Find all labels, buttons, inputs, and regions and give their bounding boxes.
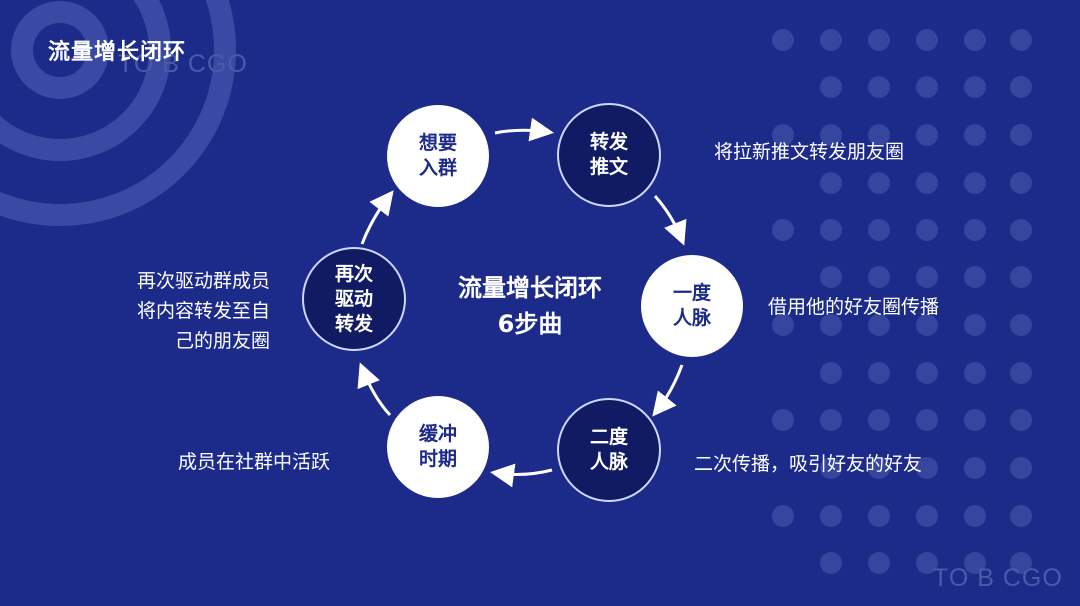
step-1-line1: 想要	[418, 132, 457, 154]
center-title-line1: 流量增长闭环	[458, 274, 602, 302]
step-6-description-line2: 将内容转发至自	[136, 300, 270, 322]
arrow-3-to-4	[652, 364, 684, 417]
step-node-5: 缓冲 时期	[387, 396, 489, 498]
center-title-line2: 6步曲	[497, 310, 563, 338]
step-4-line1: 二度	[589, 426, 628, 448]
watermark-bottom: TO B CGO	[933, 564, 1063, 592]
step-5-line2: 时期	[418, 448, 457, 470]
arrow-2-to-3	[653, 195, 687, 246]
step-1-line2: 入群	[418, 157, 457, 179]
step-node-6: 再次 驱动 转发	[302, 247, 406, 351]
page-title: 流量增长闭环	[48, 40, 187, 65]
step-3-line1: 一度	[672, 282, 711, 304]
step-6-description: 再次驱动群成员 将内容转发至自 己的朋友圈	[80, 266, 270, 356]
step-3-description: 借用他的好友圈传播	[768, 296, 940, 318]
step-6-line1: 再次	[334, 262, 373, 285]
step-6-line2: 驱动	[334, 287, 373, 310]
step-3-line2: 人脉	[672, 307, 711, 329]
step-2-line2: 推文	[589, 156, 628, 178]
step-6-description-line3: 己的朋友圈	[174, 330, 270, 352]
step-6-description-line1: 再次驱动群成员	[136, 270, 270, 292]
step-5-description: 成员在社群中活跃	[177, 451, 330, 473]
step-2-description: 将拉新推文转发朋友圈	[714, 141, 905, 163]
watermark-top: TO B CGO	[118, 50, 248, 78]
step-5-line1: 缓冲	[418, 423, 457, 445]
step-4-line2: 人脉	[589, 451, 628, 473]
step-node-3: 一度 人脉	[641, 255, 743, 357]
arrow-1-to-2	[494, 117, 554, 142]
arrow-6-to-1	[360, 190, 394, 245]
step-node-2: 转发 推文	[557, 103, 661, 207]
step-4-description: 二次传播，吸引好友的好友	[694, 453, 923, 475]
step-2-line1: 转发	[589, 131, 628, 153]
center-title: 流量增长闭环 6步曲	[430, 270, 630, 342]
arrow-5-to-6	[357, 362, 392, 417]
step-node-4: 二度 人脉	[557, 398, 661, 502]
arrow-4-to-5	[490, 463, 553, 488]
step-6-line3: 转发	[334, 312, 373, 335]
step-node-1: 想要 入群	[387, 105, 489, 207]
